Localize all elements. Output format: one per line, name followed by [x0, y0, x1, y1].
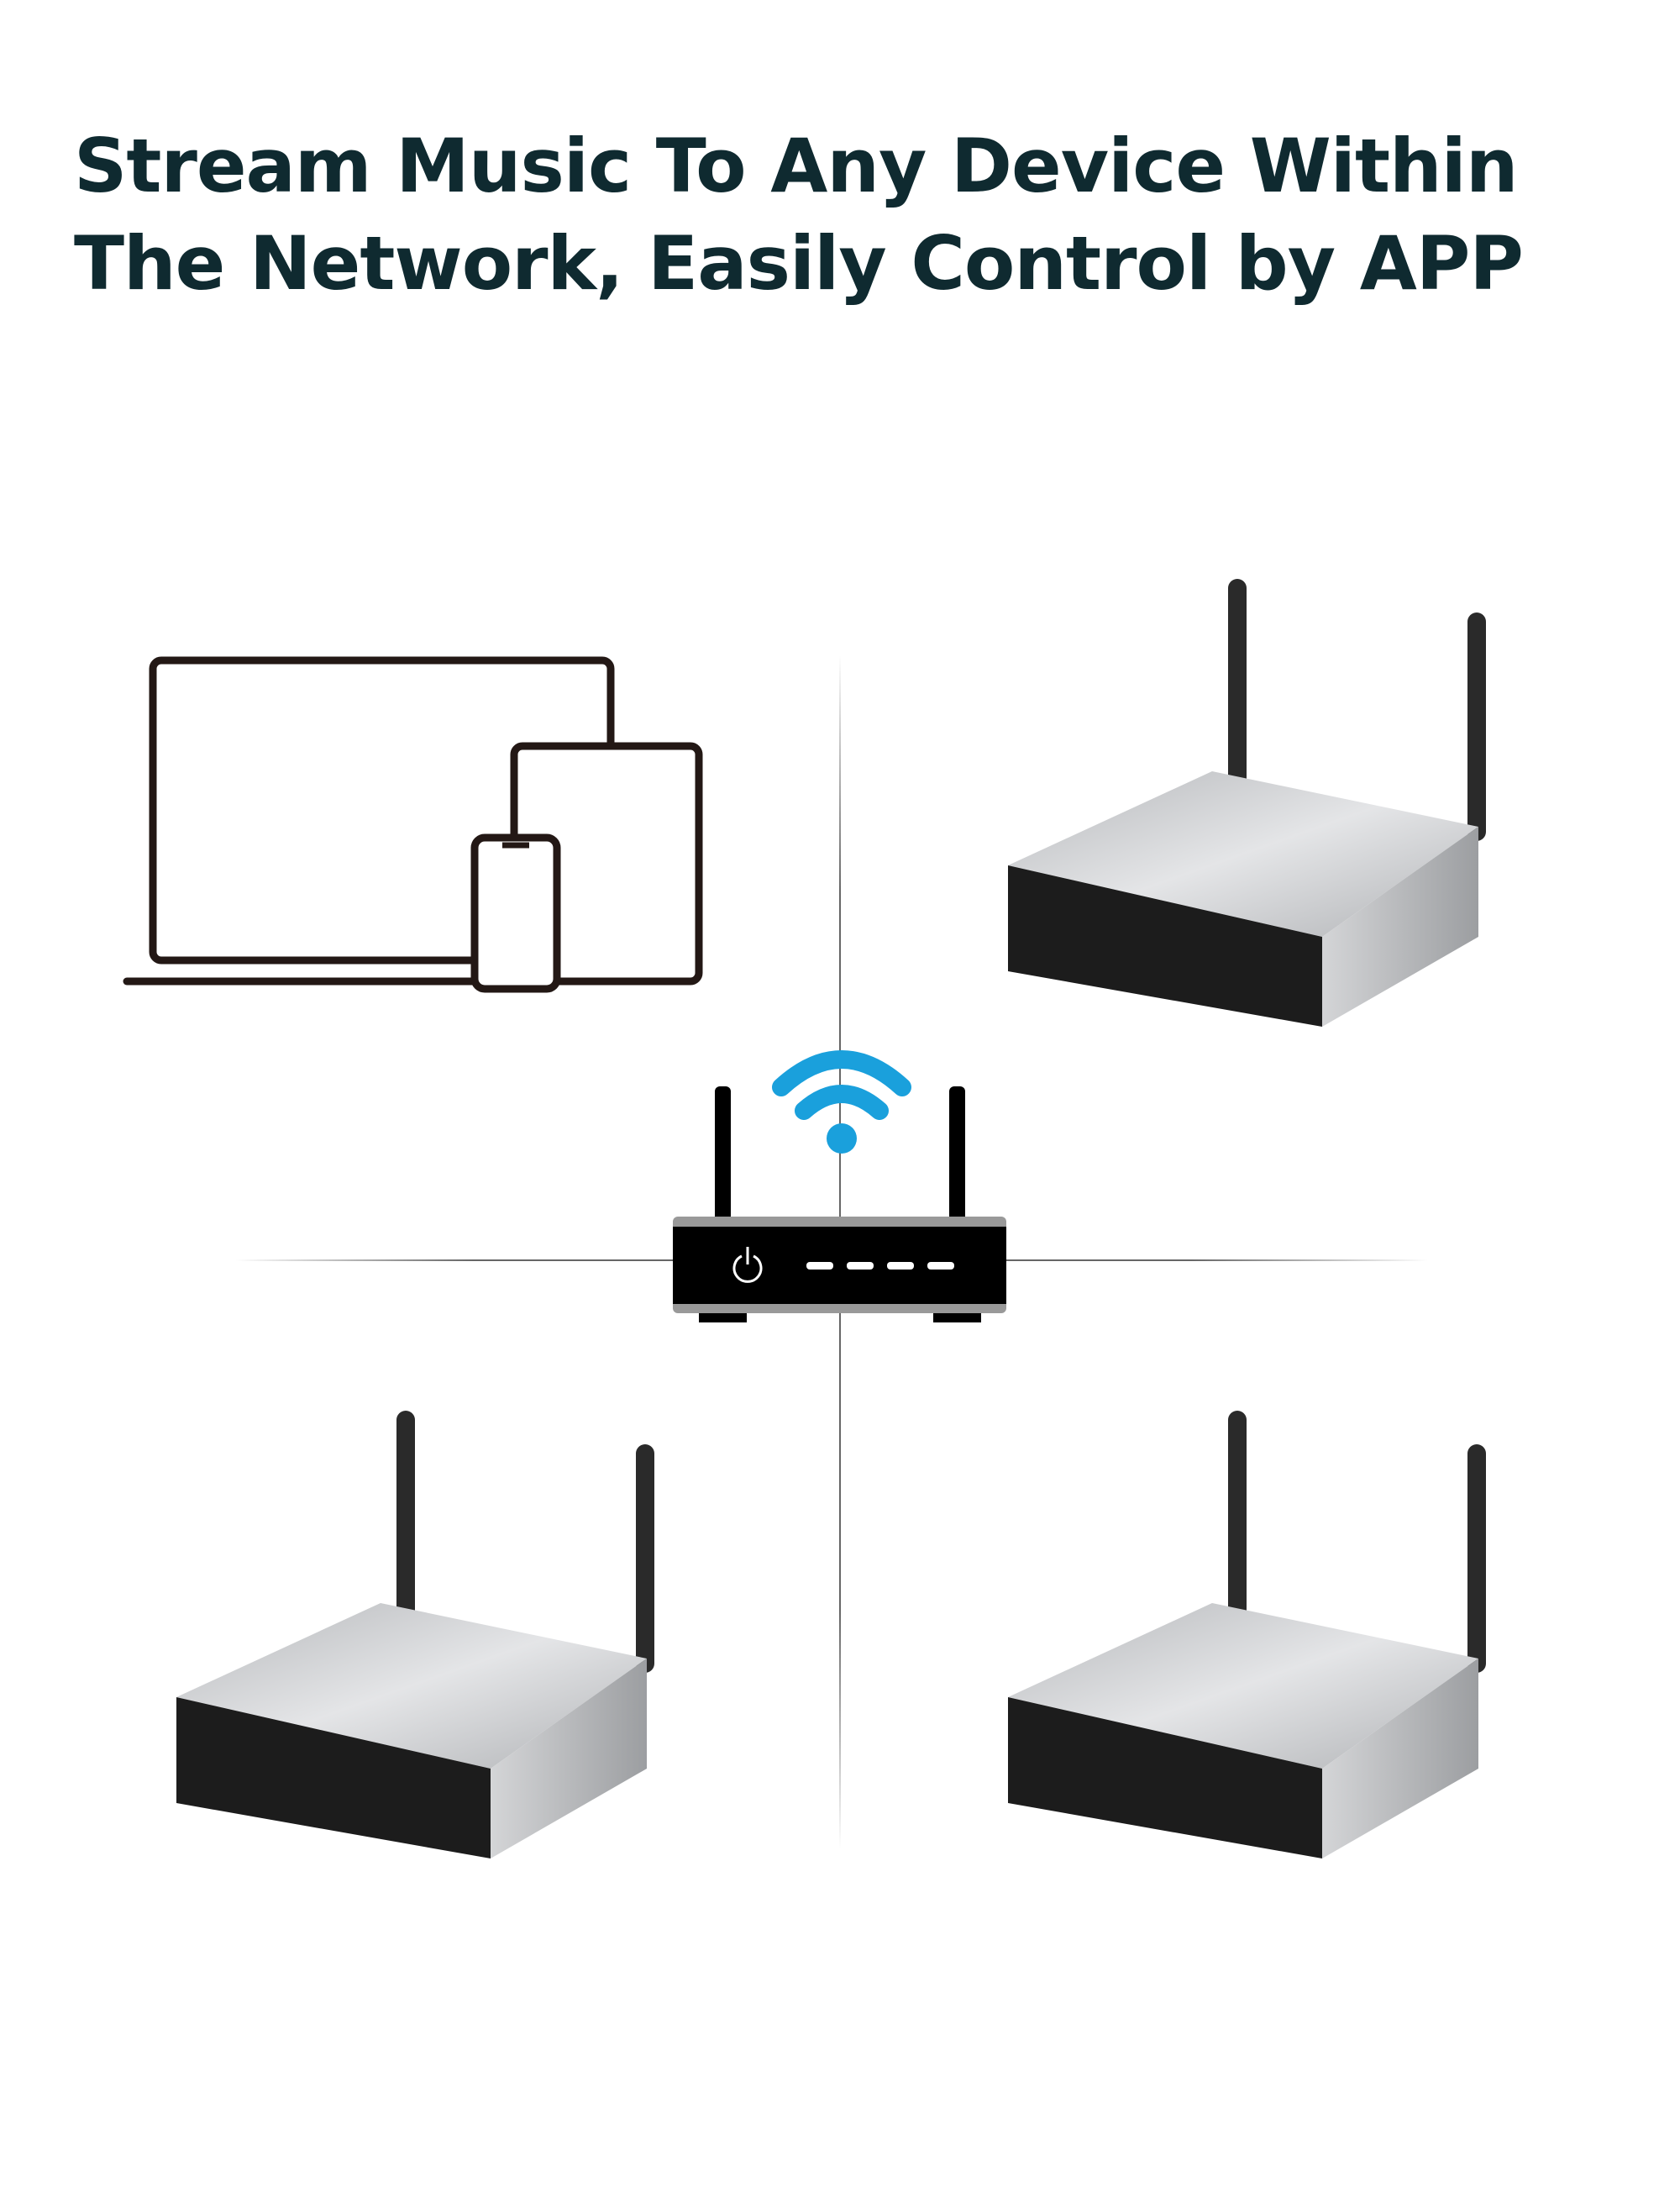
wifi-icon: [772, 1050, 911, 1154]
headline-line-1: Stream Music To Any Device Within: [74, 123, 1518, 209]
status-leds: [806, 1262, 954, 1270]
headline-line-2: The Network, Easily Control by APP: [74, 220, 1524, 307]
amplifier-image-top-right: [1008, 588, 1478, 1027]
devices-icon: [123, 656, 703, 993]
amplifier-image-bottom-right: [1008, 1420, 1478, 1858]
amplifier-image-bottom-left: [176, 1420, 647, 1858]
headline: Stream Music To Any Device Within The Ne…: [74, 118, 1524, 313]
power-icon: [732, 1247, 763, 1283]
router-icon: [673, 1086, 1006, 1322]
